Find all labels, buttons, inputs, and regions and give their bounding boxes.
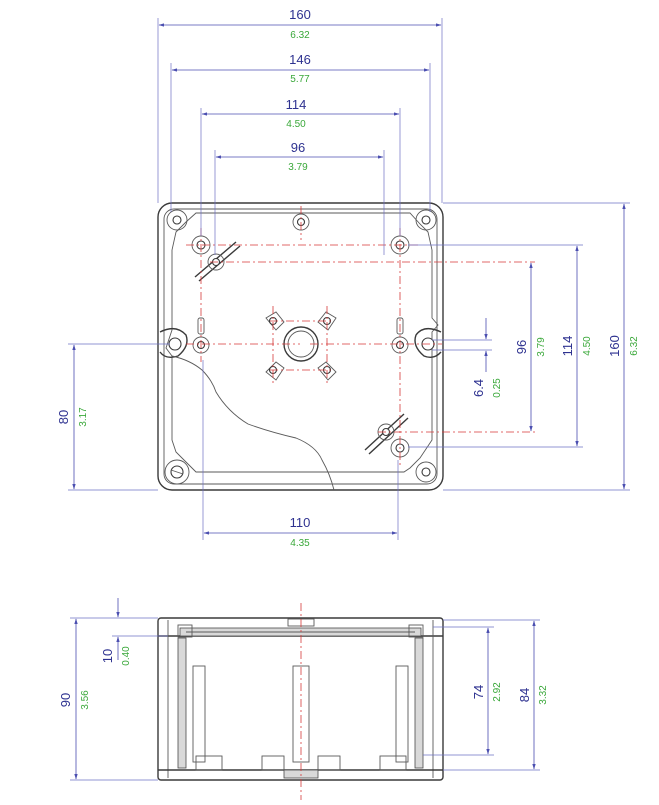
dim-screw-span-width-in: 5.77 bbox=[290, 74, 310, 85]
side-slot-left bbox=[159, 327, 188, 359]
dim-slot-width: 6.4 0.25 bbox=[432, 318, 503, 398]
dim-inner-span-height-in: 3.79 bbox=[536, 337, 547, 357]
dim-base-height-mm: 84 bbox=[517, 688, 532, 702]
inner-post-center bbox=[292, 665, 310, 763]
top-view-centerlines bbox=[186, 206, 535, 465]
dim-overall-height: 160 6.32 bbox=[443, 202, 640, 491]
dim-lid-height-mm: 10 bbox=[100, 649, 115, 663]
dim-inner-span-height: 96 3.79 bbox=[514, 262, 547, 432]
dim-inner-span-width-in: 3.79 bbox=[288, 162, 308, 173]
dim-lid-height: 10 0.40 bbox=[100, 598, 168, 666]
dim-center-offset-in: 3.17 bbox=[78, 407, 89, 427]
top-view: 160 6.32 146 5.77 114 4.50 96 3.79 bbox=[56, 7, 640, 549]
diagonal-rail-top-left bbox=[194, 241, 241, 282]
section-break-line bbox=[171, 355, 335, 491]
side-wall-right bbox=[414, 637, 424, 769]
dim-mount-span-width-in: 4.50 bbox=[286, 119, 306, 130]
center-lug-bottom-left bbox=[265, 361, 285, 381]
dim-mount-span-height-mm: 114 bbox=[560, 336, 575, 357]
dim-overall-width-in: 6.32 bbox=[290, 30, 310, 41]
dim-screw-span-width: 146 5.77 bbox=[170, 52, 431, 212]
dim-slot-width-mm: 6.4 bbox=[471, 379, 486, 397]
dim-center-offset: 80 3.17 bbox=[56, 343, 170, 491]
corner-screw-top-right bbox=[415, 209, 437, 231]
dim-inner-span-width: 96 3.79 bbox=[214, 140, 385, 255]
side-wall-left bbox=[177, 637, 187, 769]
enclosure-outline bbox=[157, 202, 444, 491]
dim-screw-span-width-mm: 146 bbox=[289, 52, 311, 67]
side-body-outline bbox=[157, 617, 444, 781]
dim-slot-width-in: 0.25 bbox=[492, 378, 503, 398]
enclosure-inner-outline bbox=[163, 208, 438, 485]
dim-pin-span-in: 4.35 bbox=[290, 538, 310, 549]
inner-post-right bbox=[395, 665, 409, 763]
inner-post-left bbox=[192, 665, 206, 763]
dim-inner-span-width-mm: 96 bbox=[291, 140, 305, 155]
dim-inner-span-height-mm: 96 bbox=[514, 340, 529, 354]
dim-overall-height-in: 6.32 bbox=[629, 336, 640, 356]
dim-mount-span-height-in: 4.50 bbox=[582, 336, 593, 356]
dim-overall-width: 160 6.32 bbox=[157, 7, 443, 203]
corner-screw-bottom-left bbox=[164, 459, 190, 485]
dim-mount-span-height: 114 4.50 bbox=[408, 244, 593, 448]
dim-pin-span-mm: 110 bbox=[290, 515, 311, 530]
dim-base-height: 84 3.32 bbox=[443, 619, 549, 771]
dim-side-overall-height: 90 3.56 bbox=[58, 617, 158, 781]
dim-side-overall-height-in: 3.56 bbox=[80, 690, 91, 710]
dim-center-offset-mm: 80 bbox=[56, 410, 71, 424]
dim-inner-depth: 74 2.92 bbox=[423, 626, 503, 756]
corner-screw-bottom-right bbox=[415, 461, 437, 483]
inner-wall bbox=[165, 212, 439, 473]
corner-screw-top-left bbox=[166, 209, 188, 231]
dim-overall-width-mm: 160 bbox=[289, 7, 311, 22]
dim-inner-depth-in: 2.92 bbox=[492, 682, 503, 702]
dim-overall-height-mm: 160 bbox=[607, 335, 622, 357]
dim-inner-depth-mm: 74 bbox=[471, 685, 486, 699]
dim-base-height-in: 3.32 bbox=[538, 685, 549, 705]
side-view: 10 0.40 90 3.56 74 2.92 84 3.32 bbox=[58, 598, 549, 800]
dim-lid-height-in: 0.40 bbox=[121, 646, 132, 666]
dim-side-overall-height-mm: 90 bbox=[58, 693, 73, 707]
dim-pin-span: 110 4.35 bbox=[202, 360, 399, 549]
dim-mount-span-width-mm: 114 bbox=[286, 97, 307, 112]
dim-mount-span-width: 114 4.50 bbox=[200, 97, 401, 236]
